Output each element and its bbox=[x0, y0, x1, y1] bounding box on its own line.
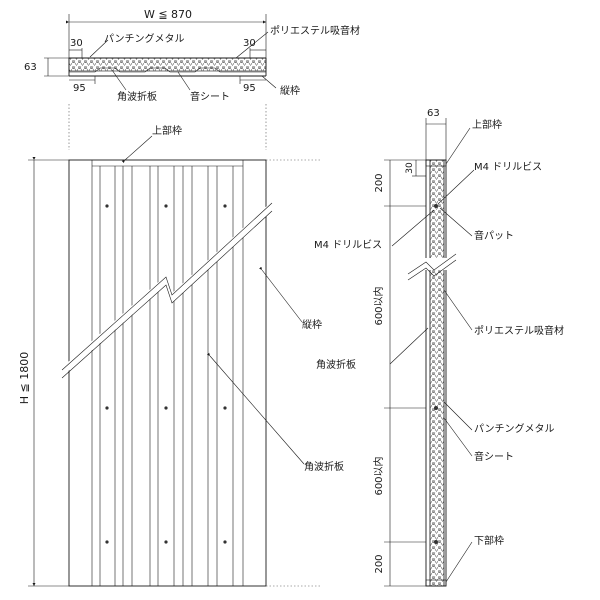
edge-right-label: 30 bbox=[243, 38, 256, 49]
thickness-label: 63 bbox=[427, 108, 440, 119]
section-punching-callout: パンチングメタル bbox=[474, 422, 555, 435]
break-mask bbox=[59, 203, 275, 375]
dim-600-upper: 600以内 bbox=[372, 286, 385, 325]
section-break-lower bbox=[407, 259, 457, 281]
section-sound-pad-callout: 音パット bbox=[474, 229, 514, 242]
height-label: 63 bbox=[24, 62, 37, 73]
section-sound-sheet-callout: 音シート bbox=[474, 450, 514, 463]
section-dim-ticks bbox=[384, 159, 426, 587]
punching-leader bbox=[89, 39, 109, 58]
bottom-frame-leader bbox=[445, 541, 473, 583]
section-m4-right-callout: M4 ドリルビス bbox=[474, 161, 542, 173]
sheet-leader bbox=[177, 71, 191, 91]
punching-callout: パンチングメタル bbox=[104, 32, 185, 45]
section-top-frame bbox=[425, 159, 447, 167]
front-height-label: H ≦ 1800 bbox=[18, 352, 31, 404]
dim-200-bottom: 200 bbox=[374, 554, 385, 573]
polyester-leader bbox=[235, 31, 269, 59]
corrugated-leader bbox=[111, 69, 127, 91]
pad-leader bbox=[439, 207, 473, 237]
section-view: 63 200 600以内 600以内 200 30 bbox=[314, 108, 564, 587]
section-corrugated-callout: 角波折板 bbox=[316, 358, 356, 371]
m4-right-leader bbox=[437, 169, 475, 205]
section-screws bbox=[434, 204, 438, 544]
polyester-callout: ポリエステル吸音材 bbox=[270, 24, 360, 37]
corrugation-lines bbox=[99, 166, 234, 586]
foot-right-label: 95 bbox=[243, 83, 256, 94]
front-corrugated-callout: 角波折板 bbox=[304, 460, 344, 473]
foot-left-label: 95 bbox=[73, 83, 86, 94]
punching-sec-leader bbox=[443, 401, 473, 431]
screw-dots bbox=[105, 204, 227, 544]
section-break-upper bbox=[407, 253, 457, 275]
top-frame-sec-leader bbox=[445, 127, 471, 165]
m4-left-leader bbox=[391, 209, 435, 247]
dim-200-top: 200 bbox=[374, 173, 385, 192]
section-top-frame-callout: 上部枠 bbox=[472, 118, 502, 131]
top-view: W ≦ 870 63 30 30 95 95 パンチングメタル ポリエステル吸音 bbox=[24, 8, 360, 103]
vertical-frame-leader bbox=[258, 266, 303, 323]
section-strip bbox=[429, 159, 445, 587]
frame-leader bbox=[261, 75, 277, 89]
front-view: H ≦ 1800 bbox=[18, 124, 344, 587]
front-panel-outline bbox=[68, 159, 267, 587]
polyester-sec-leader bbox=[443, 289, 473, 331]
frame-callout: 縦枠 bbox=[280, 84, 300, 97]
sheet-sec-leader bbox=[443, 417, 473, 457]
corrugated-sec-leader bbox=[389, 327, 429, 365]
top-frame-leader bbox=[121, 135, 153, 164]
corrugated-callout: 角波折板 bbox=[117, 90, 157, 103]
section-polyester-callout: ポリエステル吸音材 bbox=[474, 324, 564, 337]
front-corrugated-leader bbox=[206, 352, 305, 465]
corrugated-profile bbox=[69, 67, 266, 73]
front-top-frame-callout: 上部枠 bbox=[152, 124, 182, 137]
front-vertical-frame-callout: 縦枠 bbox=[302, 318, 322, 331]
edge-left-label: 30 bbox=[70, 38, 83, 49]
sound-sheet-callout: 音シート bbox=[190, 90, 230, 103]
dim-600-lower: 600以内 bbox=[372, 456, 385, 495]
dim-30: 30 bbox=[405, 162, 415, 174]
section-m4-left-callout: M4 ドリルビス bbox=[314, 239, 382, 251]
width-label: W ≦ 870 bbox=[144, 8, 192, 21]
break-line-upper bbox=[61, 202, 273, 371]
section-bottom-frame bbox=[425, 579, 447, 587]
section-bottom-frame-callout: 下部枠 bbox=[474, 534, 504, 547]
break-line-lower bbox=[61, 210, 273, 379]
